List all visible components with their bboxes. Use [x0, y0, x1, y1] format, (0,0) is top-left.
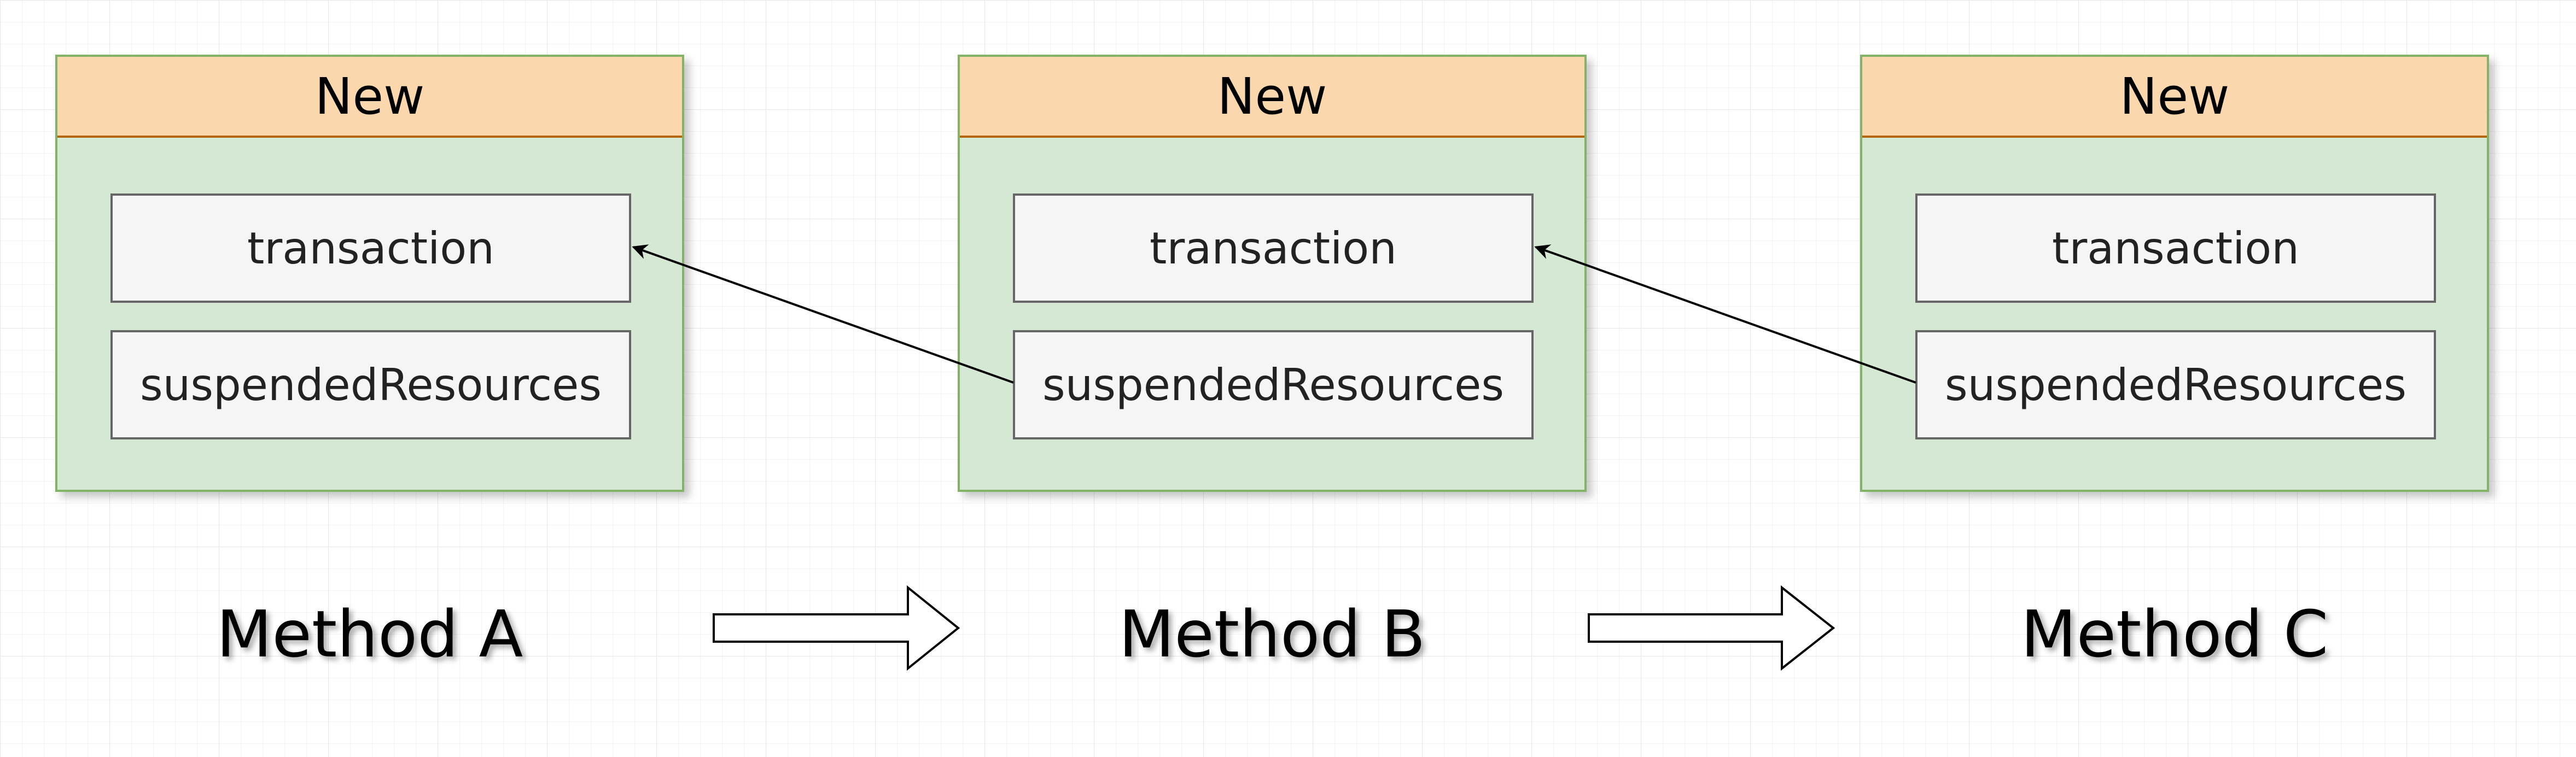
flow-arrow-b-to-c: [1588, 585, 1835, 671]
transaction-field: transaction: [1013, 193, 1534, 303]
frame-method-c: New transaction suspendedResources: [1860, 55, 2489, 492]
suspended-resources-field: suspendedResources: [110, 330, 631, 439]
frame-method-b: New transaction suspendedResources: [958, 55, 1587, 492]
frame-header: New: [57, 57, 682, 138]
method-c-label: Method C: [2020, 596, 2329, 672]
method-a-label: Method A: [216, 596, 523, 672]
reference-arrow-b-to-a: [632, 244, 1014, 384]
transaction-field: transaction: [110, 193, 631, 303]
reference-arrow-c-to-b: [1534, 244, 1916, 384]
transaction-field: transaction: [1915, 193, 2436, 303]
frame-method-a: New transaction suspendedResources: [55, 55, 684, 492]
suspended-resources-field: suspendedResources: [1915, 330, 2436, 439]
method-b-label: Method B: [1118, 596, 1426, 672]
frame-header: New: [960, 57, 1584, 138]
suspended-resources-field: suspendedResources: [1013, 330, 1534, 439]
frame-header: New: [1862, 57, 2487, 138]
flow-arrow-a-to-b: [713, 585, 960, 671]
